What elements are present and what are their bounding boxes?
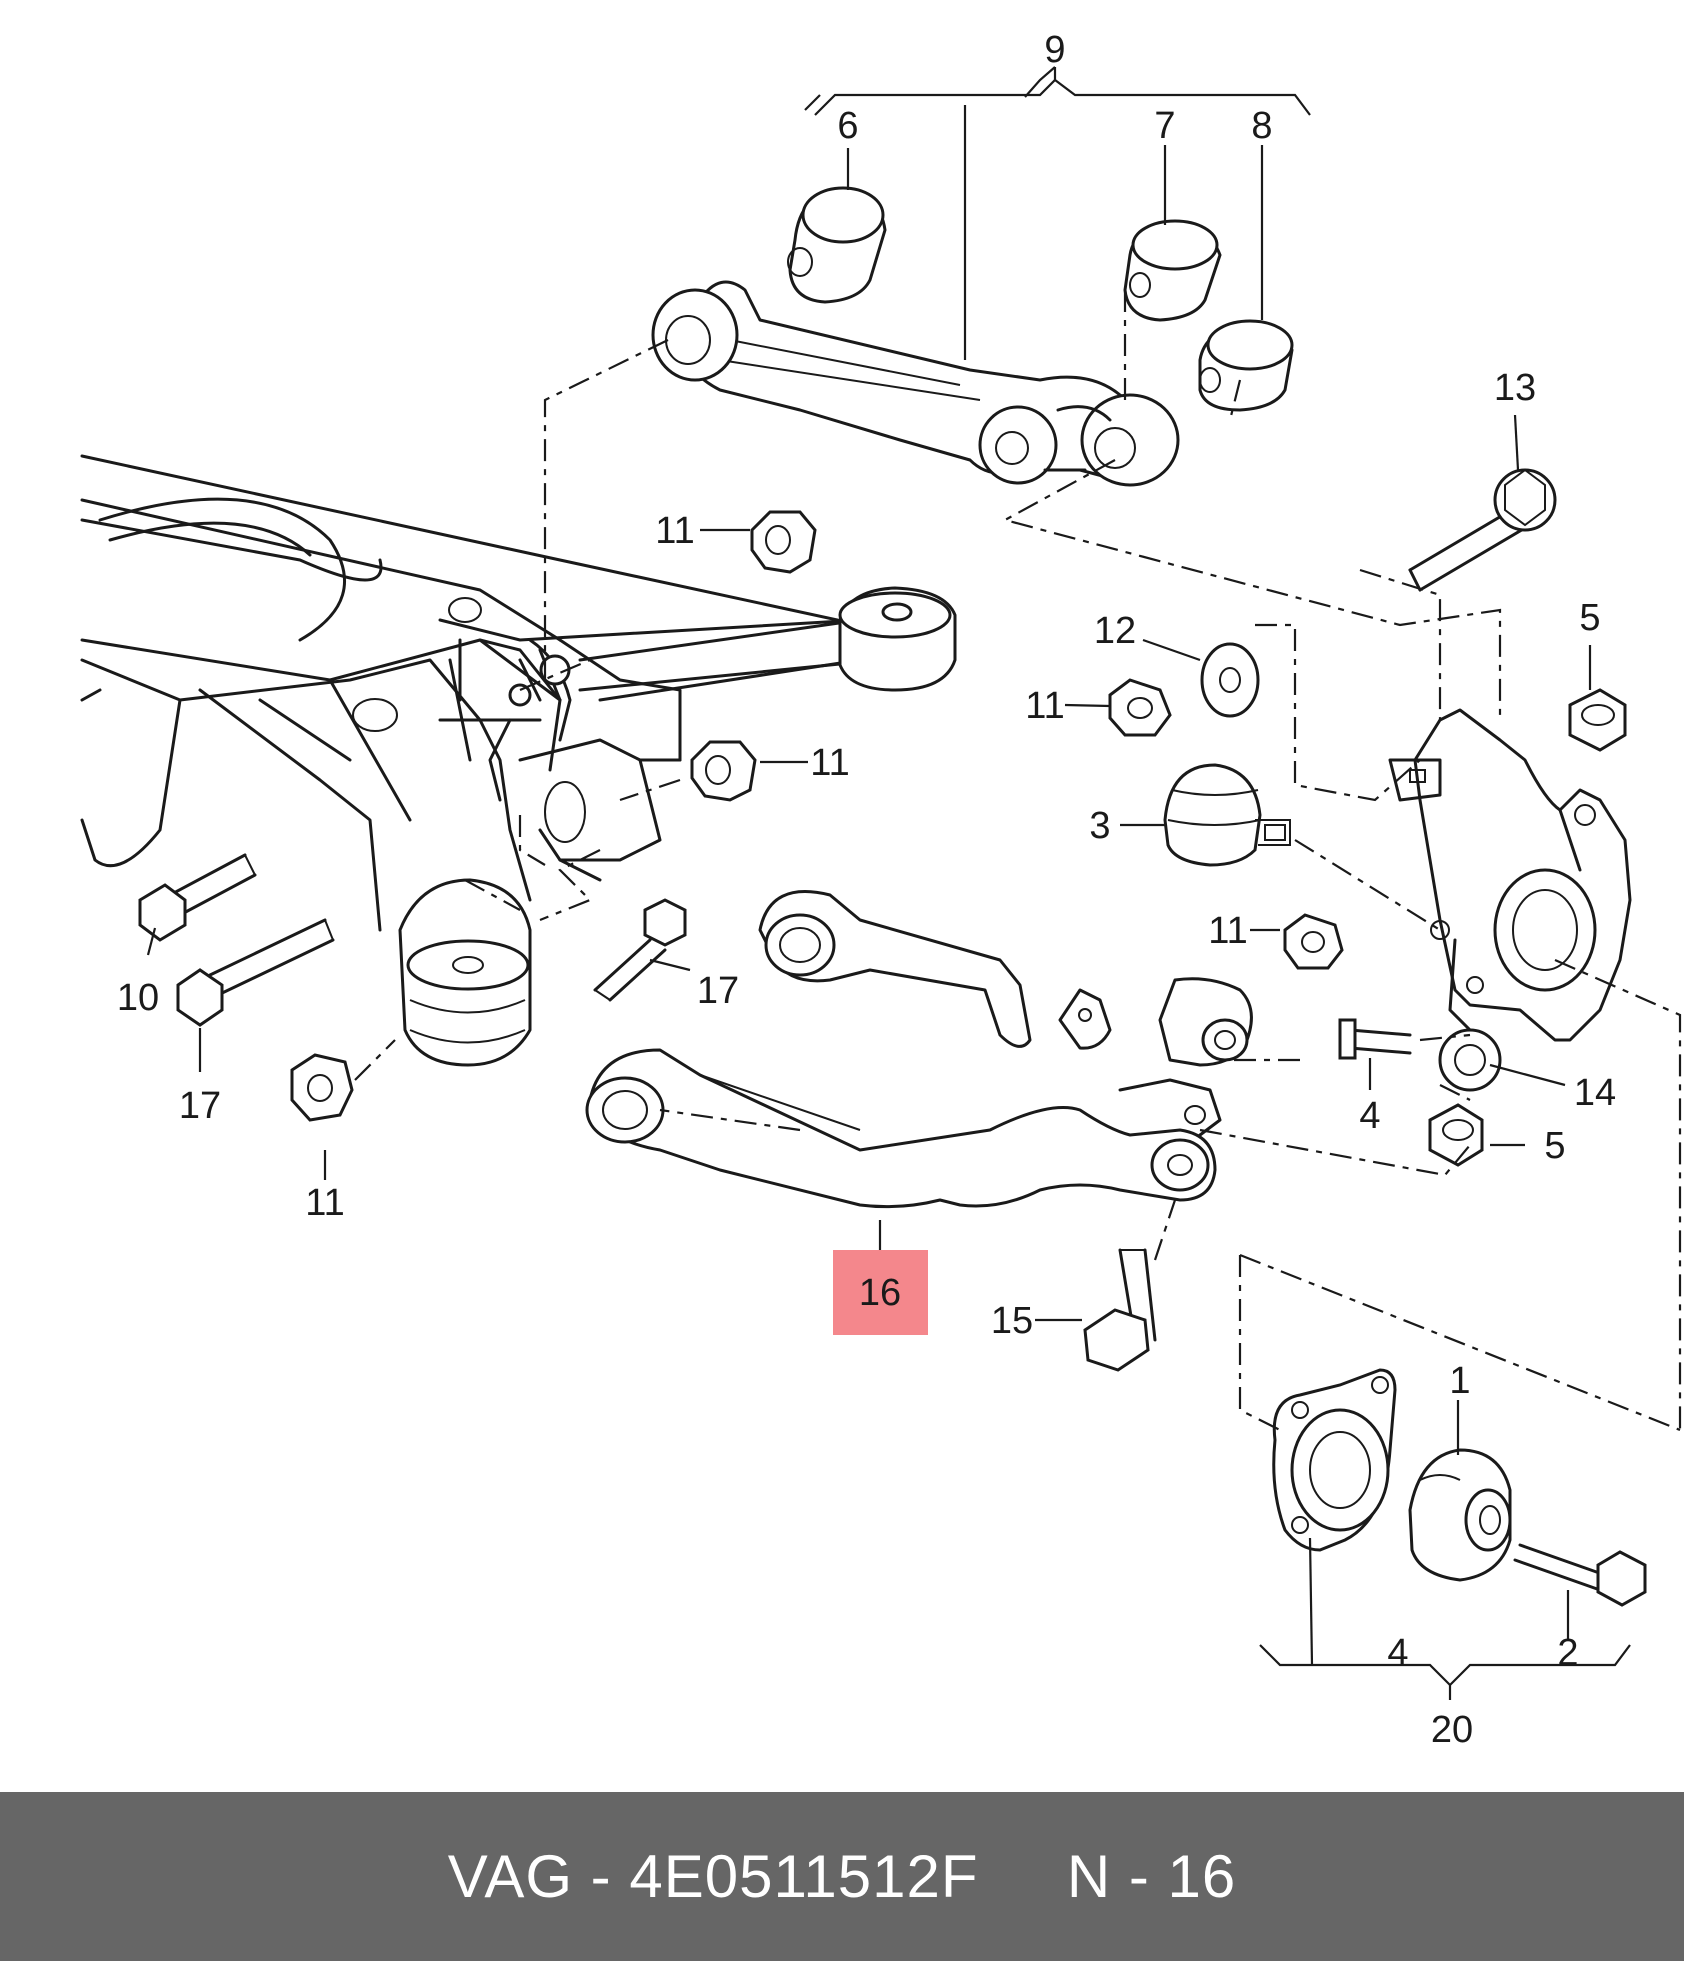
nut-5-bottom <box>1428 1103 1484 1167</box>
callout-11-left: 11 <box>305 1182 344 1224</box>
bolt-13 <box>1408 468 1557 592</box>
bolt-2 <box>1513 1543 1647 1607</box>
wheel-carrier <box>1388 708 1632 1092</box>
callout-17-left: 17 <box>179 1085 221 1127</box>
callout-6: 6 <box>837 105 858 147</box>
subframe-mount-lower <box>398 878 532 1067</box>
callout-16: 16 <box>859 1272 901 1314</box>
nut-11-mid <box>690 740 757 802</box>
bushing-8 <box>1198 319 1294 412</box>
ball-joint <box>1163 763 1291 867</box>
bolt-10 <box>138 853 257 942</box>
callout-4-group: 4 <box>1387 1632 1408 1674</box>
footer-bar: VAG - 4E0511512F N - 16 <box>0 1792 1684 1961</box>
suspension-exploded-diagram: 9 6 7 8 13 11 12 5 11 11 3 11 10 17 17 4… <box>80 29 1682 1751</box>
bushing-7 <box>1123 219 1222 322</box>
bolt-15 <box>1083 1248 1157 1372</box>
nut-11-right <box>1108 678 1172 737</box>
assembly-lines <box>354 290 1682 1432</box>
callout-1: 1 <box>1449 1360 1470 1402</box>
callout-20: 20 <box>1431 1709 1473 1751</box>
callout-5-top: 5 <box>1579 597 1600 639</box>
callout-11-right: 11 <box>1025 685 1064 727</box>
callouts: 9 6 7 8 13 11 12 5 11 11 3 11 10 17 17 4… <box>117 29 1616 1751</box>
callout-14: 14 <box>1574 1072 1616 1114</box>
upper-link-arm <box>651 280 1180 487</box>
wheel-hub <box>1408 1448 1512 1582</box>
callout-11-mid: 11 <box>810 742 849 784</box>
nut-5-top <box>1568 688 1627 752</box>
nut-11-top <box>750 510 817 574</box>
highlight-box <box>833 1250 928 1335</box>
washer-12 <box>1200 642 1260 718</box>
callout-7: 7 <box>1154 105 1175 147</box>
bolt-4 <box>1338 1018 1412 1060</box>
callout-2: 2 <box>1557 1632 1578 1674</box>
subframe-mount-upper <box>578 586 957 692</box>
nut-11-left <box>290 1053 354 1122</box>
part-number-label: VAG - 4E0511512F N - 16 <box>447 1843 1237 1910</box>
callout-10: 10 <box>117 977 159 1019</box>
callout-9: 9 <box>1044 29 1065 71</box>
callout-15: 15 <box>991 1300 1033 1342</box>
callout-13: 13 <box>1494 367 1536 409</box>
callout-8: 8 <box>1251 105 1272 147</box>
bolt-17-left <box>176 918 335 1027</box>
bushing-6 <box>787 186 887 304</box>
lower-arm-16 <box>585 1048 1222 1209</box>
nut-11-lower-right <box>1283 913 1344 970</box>
callout-5-bottom: 5 <box>1544 1125 1565 1167</box>
callout-11-top: 11 <box>655 510 694 552</box>
lower-arm-upper <box>758 890 1253 1067</box>
callout-4-bolt: 4 <box>1359 1095 1380 1137</box>
leader-lines <box>146 66 1631 1700</box>
callout-11-lower-right: 11 <box>1208 910 1247 952</box>
callout-12: 12 <box>1094 610 1136 652</box>
callout-3: 3 <box>1089 805 1110 847</box>
wheel-bearing <box>1272 1368 1397 1552</box>
callout-17-center: 17 <box>697 970 739 1012</box>
bolt-17-center <box>593 898 687 1002</box>
